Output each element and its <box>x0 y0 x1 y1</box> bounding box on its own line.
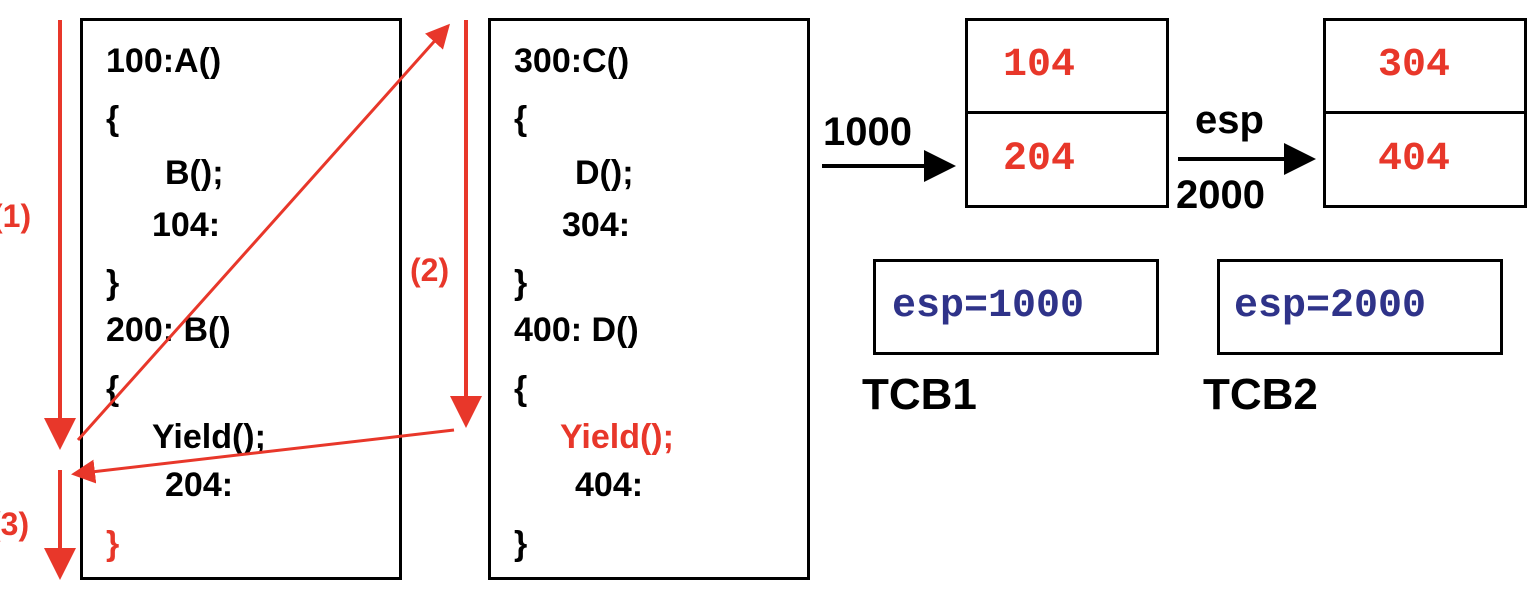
code-line-a-5: 200: B() <box>106 311 231 349</box>
code-line-b-5: 400: D() <box>514 311 639 349</box>
code-line-b-0: 300:C() <box>514 42 630 80</box>
switch-to-thread1-arrow <box>71 428 455 484</box>
stack2-pointer-label-value: 2000 <box>1176 173 1265 217</box>
switch-to-thread2-arrow <box>76 23 450 441</box>
code-line-a-4: } <box>106 264 120 302</box>
stack1-bottom-value: 204 <box>1003 137 1076 182</box>
code-box-a-b <box>80 18 402 580</box>
code-line-b-4: } <box>514 264 528 302</box>
tcb2-box <box>1217 259 1503 355</box>
code-line-a-7: Yield(); <box>152 418 266 456</box>
tcb1-box <box>873 259 1159 355</box>
stack1-divider <box>965 111 1169 114</box>
step-label-1: (1) <box>0 198 32 234</box>
code-line-a-2: B(); <box>165 154 224 192</box>
code-line-b-2: D(); <box>575 154 634 192</box>
step-label-3: (3) <box>0 506 30 542</box>
stack2-bottom-value: 404 <box>1378 137 1451 182</box>
code-box-c-d <box>488 18 810 580</box>
code-line-a-3: 104: <box>152 206 221 244</box>
code-line-a-9: } <box>106 525 120 563</box>
code-line-a-0: 100:A() <box>106 42 222 80</box>
tcb1-name: TCB1 <box>862 370 977 419</box>
code-line-b-9: } <box>514 525 528 563</box>
code-line-b-1: { <box>514 100 528 138</box>
tcb2-name: TCB2 <box>1203 370 1318 419</box>
tcb2-value: esp=2000 <box>1234 284 1427 329</box>
stack1-top-value: 104 <box>1003 43 1076 88</box>
stack2-divider <box>1323 111 1527 114</box>
code-line-b-8: 404: <box>575 466 644 504</box>
code-line-b-7: Yield(); <box>560 418 674 456</box>
code-line-b-3: 304: <box>562 206 631 244</box>
stack1-pointer-label: 1000 <box>823 110 912 154</box>
stack2-top-value: 304 <box>1378 43 1451 88</box>
code-line-a-8: 204: <box>165 466 234 504</box>
code-line-b-6: { <box>514 370 528 408</box>
step-label-2: (2) <box>410 252 450 288</box>
stack2-pointer-label-esp: esp <box>1195 98 1264 142</box>
tcb1-value: esp=1000 <box>892 284 1085 329</box>
code-line-a-1: { <box>106 100 120 138</box>
